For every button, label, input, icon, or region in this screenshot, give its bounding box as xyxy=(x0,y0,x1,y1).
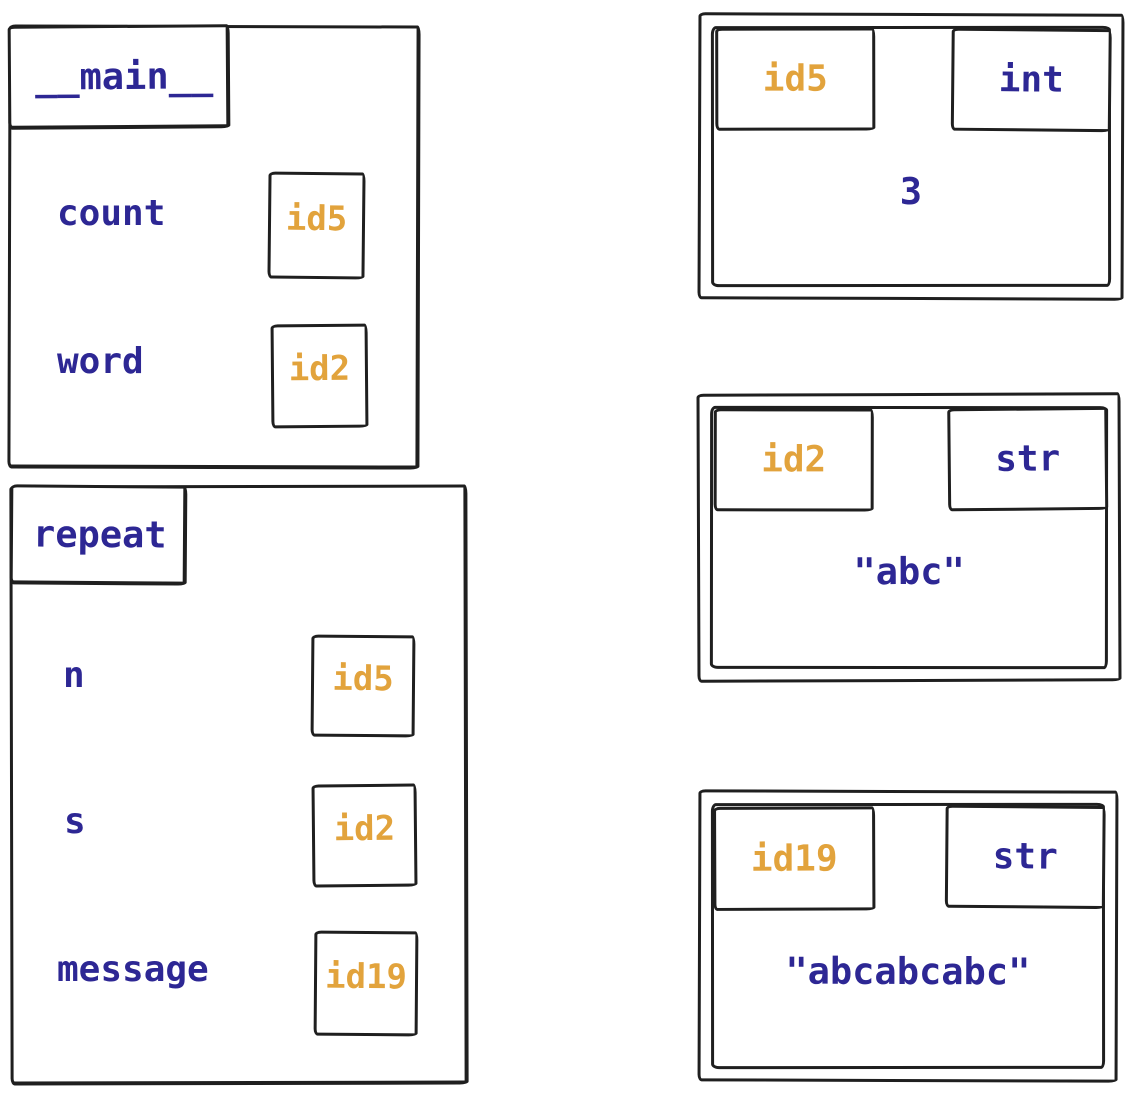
object-type-label: str xyxy=(992,836,1058,878)
variable-ref-box-word: id2 xyxy=(270,323,369,429)
object-value: "abcabcabc" xyxy=(785,949,1031,994)
variable-label-word: word xyxy=(57,341,144,382)
object-type-tab: int xyxy=(950,27,1112,133)
object-value: "abc" xyxy=(853,549,965,594)
frame-main-title: __main__ xyxy=(34,54,214,99)
variable-ref-box-n: id5 xyxy=(310,634,416,738)
object-id-tab: id5 xyxy=(715,27,876,131)
object-box-id5: id5 int 3 xyxy=(697,12,1125,301)
variable-label-s: s xyxy=(64,801,86,842)
ref-id-label: id5 xyxy=(332,658,394,700)
object-id-tab: id2 xyxy=(713,408,874,512)
frame-main-title-tab: __main__ xyxy=(7,24,231,130)
ref-id-label: id5 xyxy=(285,198,348,239)
object-value: 3 xyxy=(899,169,923,214)
object-type-tab: str xyxy=(944,804,1106,910)
object-id-label: id2 xyxy=(761,439,827,481)
variable-label-n: n xyxy=(63,655,85,696)
variable-label-count: count xyxy=(57,193,166,234)
object-type-label: str xyxy=(995,438,1061,480)
variable-ref-box-message: id19 xyxy=(313,930,419,1037)
object-box-id2: id2 str "abc" xyxy=(696,392,1122,683)
ref-id-label: id2 xyxy=(333,808,396,849)
variable-ref-box-count: id5 xyxy=(267,171,366,280)
object-box-id19: id19 str "abcabcabc" xyxy=(697,789,1119,1083)
object-id-label: id19 xyxy=(750,837,838,880)
frame-repeat-title: repeat xyxy=(32,512,167,557)
object-type-tab: str xyxy=(947,406,1109,512)
ref-id-label: id19 xyxy=(324,956,408,997)
ref-id-label: id2 xyxy=(288,348,351,390)
variable-ref-box-s: id2 xyxy=(311,783,418,888)
frame-repeat-title-tab: repeat xyxy=(9,484,188,586)
object-type-label: int xyxy=(998,59,1064,101)
object-id-tab: id19 xyxy=(713,806,876,911)
object-id-label: id5 xyxy=(762,58,828,100)
variable-label-message: message xyxy=(57,949,209,990)
